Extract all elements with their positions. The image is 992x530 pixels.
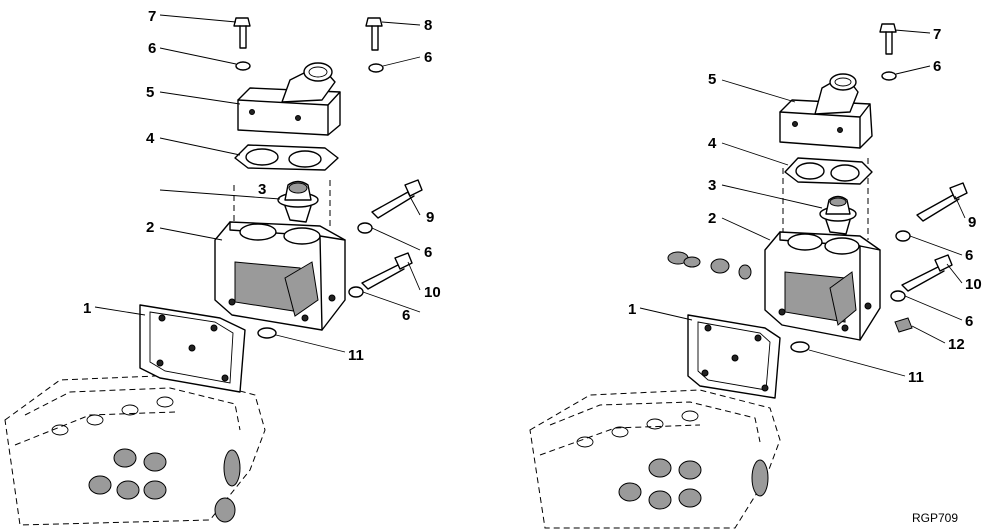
right-gasket-4 <box>784 157 873 185</box>
left-bolt-10 <box>361 252 413 290</box>
right-assembly: 7 6 5 4 3 2 9 6 10 6 12 1 11 <box>529 23 982 529</box>
right-label-6a: 6 <box>933 58 941 75</box>
right-washer-6-top <box>881 71 897 81</box>
left-label-4: 4 <box>146 130 155 147</box>
right-label-4: 4 <box>708 135 717 152</box>
left-washer-6-top-a <box>235 61 251 71</box>
right-bolt-9 <box>916 182 968 222</box>
figure-code: RGP709 <box>912 511 958 525</box>
left-label-10: 10 <box>424 284 441 301</box>
right-label-6c: 6 <box>965 313 973 330</box>
left-label-7: 7 <box>148 8 156 25</box>
right-label-12: 12 <box>948 336 965 353</box>
right-thermostat-housing-2 <box>764 158 881 341</box>
right-thermostat-3 <box>819 195 857 235</box>
left-engine-block <box>4 374 266 526</box>
right-washer-6-mid <box>895 230 911 242</box>
left-label-1: 1 <box>83 300 91 317</box>
left-o-ring-11 <box>257 327 277 339</box>
left-washer-6-mid <box>357 222 373 234</box>
left-label-9: 9 <box>426 209 434 226</box>
right-gasket-1 <box>687 314 781 399</box>
left-label-5: 5 <box>146 84 154 101</box>
left-label-8: 8 <box>424 17 432 34</box>
left-label-6d: 6 <box>402 307 410 324</box>
left-labels: 7 8 6 6 5 4 3 2 9 6 10 6 1 11 <box>83 8 441 364</box>
left-washer-6-top-b <box>368 63 384 73</box>
left-bolt-7 <box>233 17 251 49</box>
left-label-3: 3 <box>258 181 266 198</box>
right-bolt-7 <box>879 23 897 55</box>
right-label-5: 5 <box>708 71 716 88</box>
left-label-11: 11 <box>348 347 364 364</box>
left-gasket-4 <box>234 144 339 171</box>
left-thermostat-housing-2 <box>214 180 346 331</box>
left-injector-cluster <box>88 448 241 523</box>
right-label-9: 9 <box>968 214 976 231</box>
right-label-10: 10 <box>965 276 982 293</box>
right-injector-cluster <box>618 458 769 510</box>
left-assembly: 7 8 6 6 5 4 3 2 9 6 10 6 1 11 <box>4 8 441 526</box>
left-bolt-9 <box>371 179 423 219</box>
right-engine-block <box>529 389 781 529</box>
right-labels: 7 6 5 4 3 2 9 6 10 6 12 1 11 <box>628 26 982 386</box>
left-cover-5 <box>237 62 341 136</box>
left-leader-lines <box>94 14 421 353</box>
right-label-3: 3 <box>708 177 716 194</box>
left-bolt-8 <box>365 17 383 51</box>
right-label-11: 11 <box>908 369 924 386</box>
left-label-6b: 6 <box>424 49 432 66</box>
right-drain-plug-12 <box>894 317 913 333</box>
left-label-6c: 6 <box>424 244 432 261</box>
right-o-ring-11 <box>790 341 810 353</box>
right-leader-lines <box>639 29 966 377</box>
right-cover-5 <box>779 73 873 149</box>
left-thermostat-3 <box>277 180 319 223</box>
left-washer-6-low <box>348 286 364 298</box>
right-washer-6-low <box>890 290 906 302</box>
right-label-1: 1 <box>628 301 636 318</box>
right-label-6b: 6 <box>965 247 973 264</box>
right-label-2: 2 <box>708 210 716 227</box>
left-label-2: 2 <box>146 219 154 236</box>
right-label-7: 7 <box>933 26 941 43</box>
left-label-6a: 6 <box>148 40 156 57</box>
left-gasket-1 <box>139 304 246 393</box>
right-plugs <box>667 251 752 280</box>
right-bolt-10 <box>901 254 953 292</box>
